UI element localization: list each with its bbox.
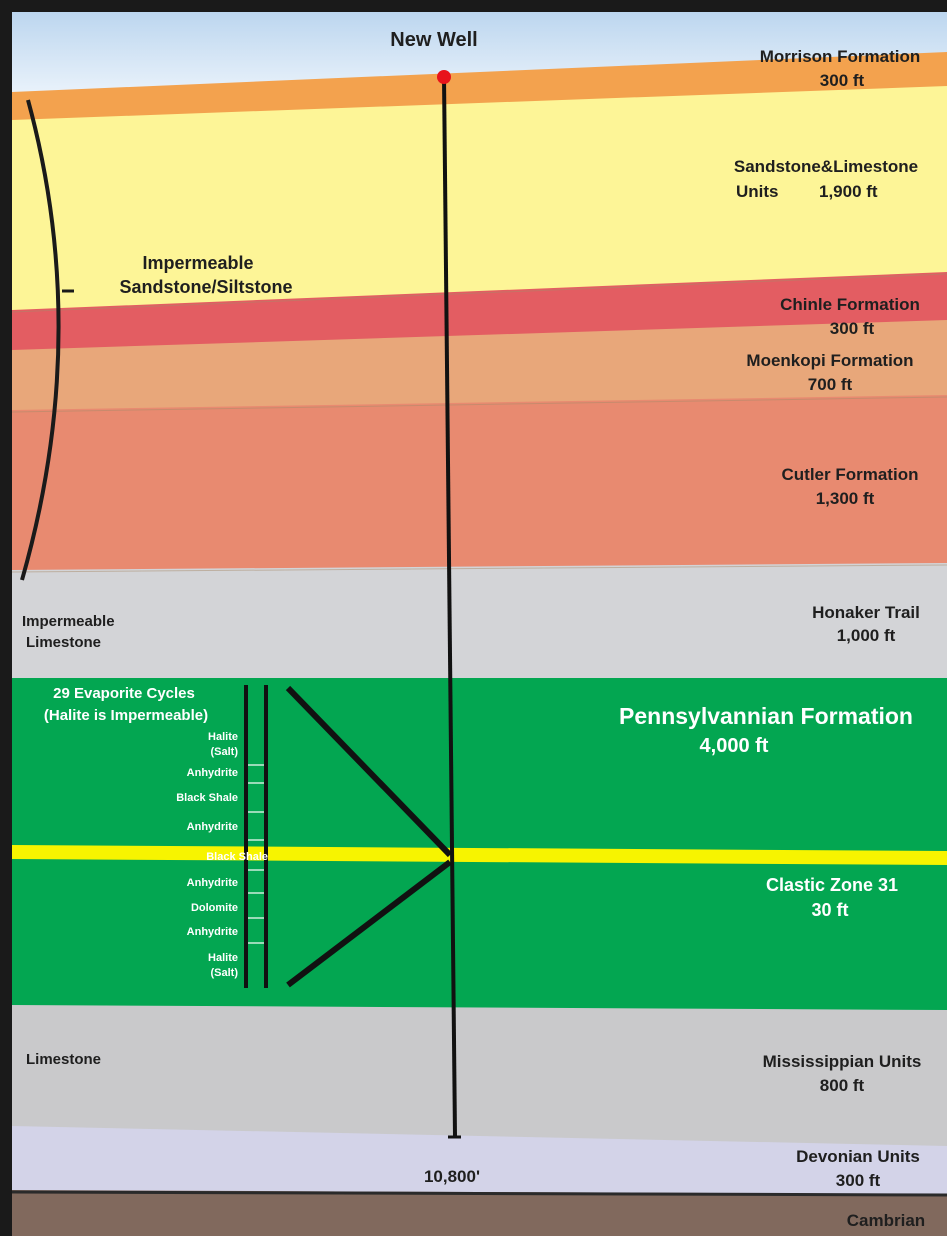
black-shale-2-label: Black Shale <box>206 851 268 863</box>
chinle-layer <box>12 272 947 352</box>
total-depth-label: 10,800' <box>424 1167 480 1186</box>
morrison-thickness: 300 ft <box>820 71 865 90</box>
moenkopi-thickness: 700 ft <box>808 375 853 394</box>
anhydrite-3-label: Anhydrite <box>187 877 238 889</box>
halite-top-line1: Halite <box>208 731 238 743</box>
devonian-name: Devonian Units <box>796 1147 920 1166</box>
honaker-name: Honaker Trail <box>812 603 920 622</box>
well-head-marker <box>437 70 451 84</box>
evaporite-column <box>244 685 453 988</box>
pennsylvanian-name: Pennsylvannian Formation <box>619 703 913 729</box>
halite-bottom-line2: (Salt) <box>211 967 239 979</box>
new-well-title: New Well <box>390 29 477 51</box>
mississippian-layer <box>12 1005 947 1148</box>
moenkopi-layer <box>12 320 947 412</box>
mississippian-name: Mississippian Units <box>763 1052 922 1071</box>
anhydrite-2-label: Anhydrite <box>187 821 238 833</box>
clastic-thickness: 30 ft <box>811 900 848 920</box>
anhydrite-4-label: Anhydrite <box>187 926 238 938</box>
moenkopi-name: Moenkopi Formation <box>746 351 913 370</box>
morrison-name: Morrison Formation <box>760 47 921 66</box>
limestone-label: Limestone <box>26 1051 101 1068</box>
evaporite-cycles-line2: (Halite is Impermeable) <box>44 707 208 724</box>
chinle-name: Chinle Formation <box>780 295 920 314</box>
impermeable-sandstone-line1: Impermeable <box>142 253 253 273</box>
impermeable-sandstone-line2: Sandstone/Siltstone <box>119 277 292 297</box>
cambrian-layer <box>12 1190 947 1236</box>
impermeable-sandstone-bracket <box>20 99 61 581</box>
clastic-name: Clastic Zone 31 <box>766 875 898 895</box>
devonian-thickness: 300 ft <box>836 1171 881 1190</box>
cutler-name: Cutler Formation <box>782 465 919 484</box>
cutler-thickness: 1,300 ft <box>816 489 875 508</box>
well-bore <box>442 76 457 1137</box>
dolomite-label: Dolomite <box>191 902 238 914</box>
evaporite-cycles-line1: 29 Evaporite Cycles <box>53 685 195 702</box>
pennsylvanian-thickness: 4,000 ft <box>700 735 769 757</box>
cambrian-name: Cambrian <box>847 1211 925 1230</box>
chinle-thickness: 300 ft <box>830 319 875 338</box>
evaporite-dividers <box>248 764 264 944</box>
morrison-layer <box>12 52 947 122</box>
anhydrite-1-label: Anhydrite <box>187 767 238 779</box>
strata-boundaries <box>11 273 947 573</box>
mississippian-thickness: 800 ft <box>820 1076 865 1095</box>
halite-top-line2: (Salt) <box>211 746 239 758</box>
sandstone-name: Sandstone&Limestone <box>734 157 918 176</box>
impermeable-limestone-line1: Impermeable <box>22 613 115 630</box>
devonian-layer <box>12 1126 947 1196</box>
black-shale-1-label: Black Shale <box>176 792 238 804</box>
sandstone-thickness: 1,900 ft <box>819 182 878 201</box>
honaker-thickness: 1,000 ft <box>837 626 896 645</box>
honaker-trail-layer <box>12 563 947 680</box>
evaporite-labels: Halite (Salt) Anhydrite Black Shale Anhy… <box>176 731 268 979</box>
halite-bottom-line1: Halite <box>208 952 238 964</box>
sandstone-units: Units <box>736 182 779 201</box>
cutler-layer <box>12 395 947 572</box>
sandstone-limestone-layer <box>12 86 947 312</box>
impermeable-limestone-line2: Limestone <box>26 634 101 651</box>
cambrian-top-line <box>11 1190 947 1197</box>
